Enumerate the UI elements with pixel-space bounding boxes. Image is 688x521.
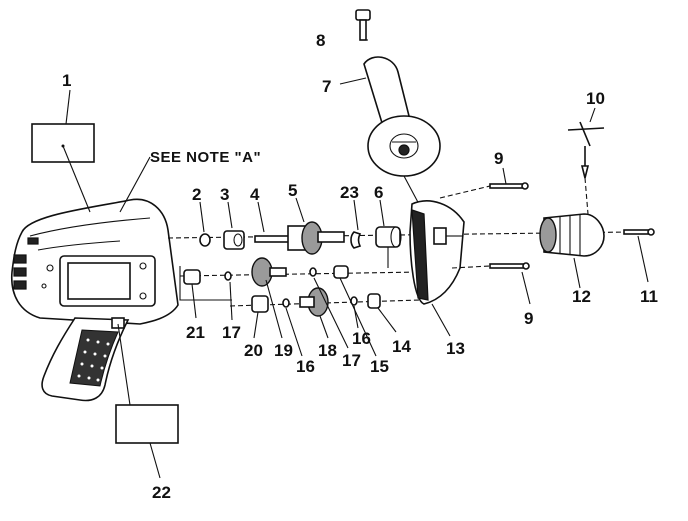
part-label-4: 4 — [250, 185, 260, 204]
part-label-21: 21 — [186, 323, 205, 342]
part-label-18: 18 — [318, 341, 337, 360]
part-label-7: 7 — [322, 77, 331, 96]
part-label-19: 19 — [274, 341, 293, 360]
chuck-part-12 — [539, 213, 605, 257]
part-label-17-left: 17 — [222, 323, 241, 342]
part-label-16-left: 16 — [296, 357, 315, 376]
part-label-1: 1 — [62, 71, 71, 90]
drill-handle — [41, 317, 130, 402]
gear-part-19 — [251, 257, 287, 287]
clip-part-23 — [350, 231, 362, 249]
washer-part-17b — [309, 267, 317, 277]
screw-part-9-upper — [489, 182, 529, 190]
part-label-8: 8 — [316, 31, 325, 50]
leader-line-1 — [65, 89, 71, 125]
bushing-part-6 — [375, 226, 402, 248]
washer-part-2 — [199, 233, 211, 247]
see-note-a-label: SEE NOTE "A" — [150, 149, 261, 166]
part-label-17-right: 17 — [342, 351, 361, 370]
bearing-part-3 — [223, 230, 245, 250]
screw-part-9-lower — [489, 262, 530, 270]
gear-part-21 — [183, 269, 201, 285]
part-label-12: 12 — [572, 287, 591, 306]
part-label-10: 10 — [586, 89, 605, 108]
lower-axis-line — [179, 271, 421, 277]
part-label-14: 14 — [392, 337, 411, 356]
part-label-15: 15 — [370, 357, 389, 376]
label-plate-part-22 — [115, 404, 179, 444]
bushing-part-20 — [251, 295, 269, 313]
washer-part-17a — [224, 271, 232, 281]
leader-line-22a — [117, 323, 131, 406]
part-label-9-lower: 9 — [524, 309, 533, 328]
leader-line-note — [119, 156, 151, 213]
bushing-part-15 — [333, 265, 349, 279]
washer-part-16a — [282, 298, 290, 308]
leader-line-1b — [62, 145, 91, 213]
bushing-part-14 — [367, 293, 381, 309]
part-label-5: 5 — [288, 181, 297, 200]
drill-housing — [11, 198, 179, 325]
part-label-16-right: 16 — [352, 329, 371, 348]
chuck-key-part-10 — [567, 121, 605, 179]
part-label-6: 6 — [374, 183, 383, 202]
part-label-13: 13 — [446, 339, 465, 358]
gear-part-18 — [299, 287, 329, 317]
spindle-gear-part-5 — [254, 221, 345, 255]
part-label-11: 11 — [640, 287, 658, 306]
gear-case-part-13 — [409, 200, 465, 305]
screw-part-8 — [355, 9, 371, 41]
part-label-23: 23 — [340, 183, 359, 202]
part-label-20: 20 — [244, 341, 263, 360]
screw-part-11 — [623, 228, 655, 236]
part-label-9-upper: 9 — [494, 149, 503, 168]
label-plate-part-1 — [31, 123, 95, 163]
part-label-3: 3 — [220, 185, 229, 204]
leader-line-22b — [149, 442, 161, 479]
part-label-22: 22 — [152, 483, 171, 502]
part-label-2: 2 — [192, 185, 201, 204]
side-handle-part-7 — [363, 56, 441, 177]
